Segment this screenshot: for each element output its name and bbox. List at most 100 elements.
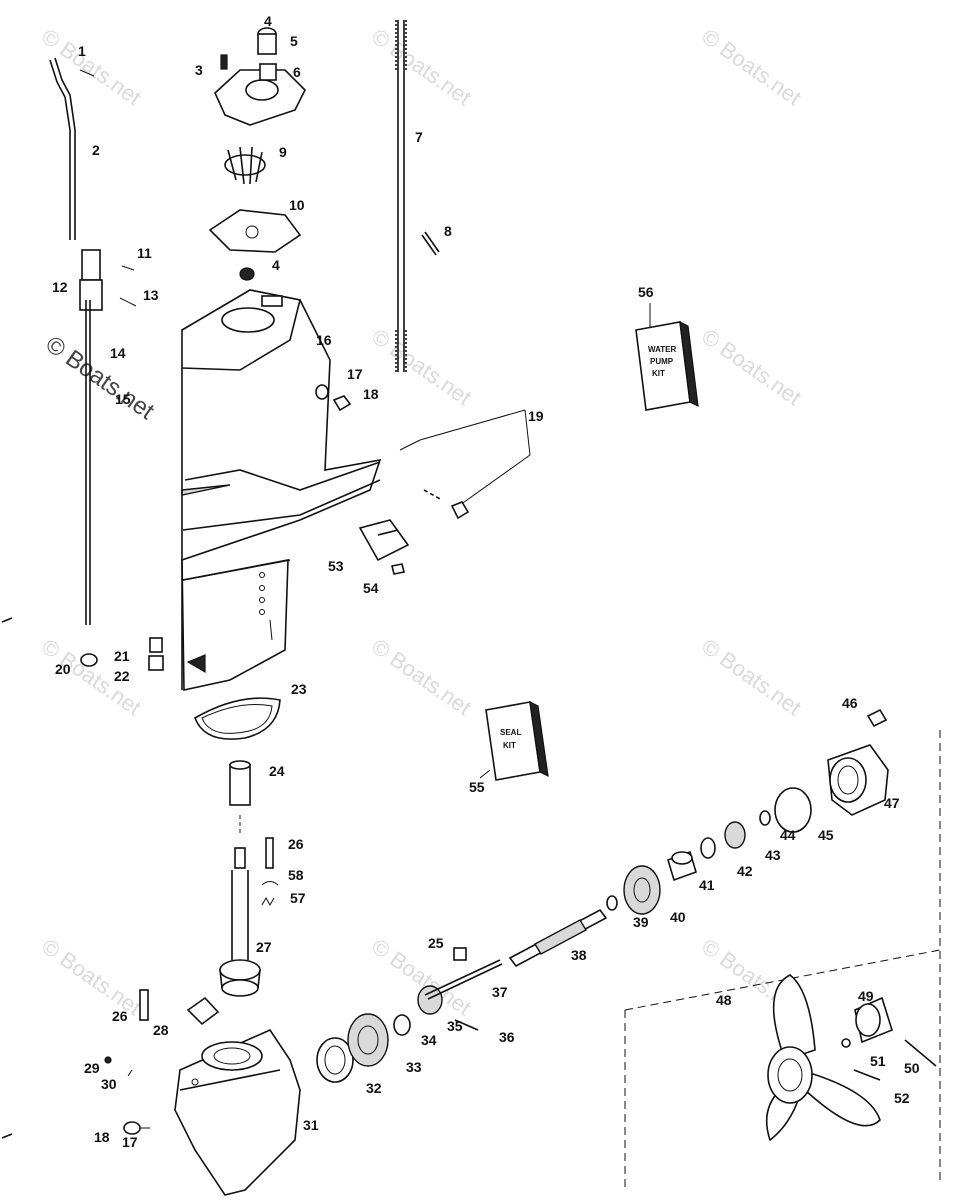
callout-58: 58 [288,867,304,883]
propeller-48 [765,974,937,1142]
watermark: © Boats.net [37,934,146,1021]
callout-51: 51 [870,1053,886,1069]
bolt-19-group [399,409,531,520]
gearcase-lower-31 [174,1028,301,1196]
callout-39: 39 [633,914,649,930]
water-pump-kit-line3: KIT [652,369,665,378]
callout-22: 22 [114,668,130,684]
callout-55: 55 [469,779,485,795]
callout-54: 54 [363,580,379,596]
callout-4b: 4 [272,257,280,273]
callout-12: 12 [52,279,68,295]
hardware-20-22 [80,637,164,671]
callout-13: 13 [143,287,159,303]
watermark: © Boats.net [37,634,146,721]
callout-3: 3 [195,62,203,78]
watermark: © Boats.net [367,24,476,111]
callout-17: 17 [347,366,363,382]
callout-27: 27 [256,939,272,955]
trim-tab-53 [358,519,410,575]
callout-33: 33 [406,1059,422,1075]
callout-11: 11 [137,245,152,261]
callout-20: 20 [55,661,71,677]
callout-56: 56 [638,284,654,300]
callout-5: 5 [290,33,298,49]
callout-8: 8 [444,223,452,239]
leader-55 [479,769,491,779]
callout-24: 24 [269,763,285,779]
callout-18b: 18 [94,1129,110,1145]
callout-2: 2 [92,142,100,158]
callout-9: 9 [279,144,287,160]
callout-49: 49 [858,988,874,1004]
water-pump-parts [208,27,306,281]
callout-17b: 17 [122,1134,138,1150]
water-pump-kit-line2: PUMP [650,357,674,366]
watermark: © Boats.net [367,324,476,411]
seal-kit-line2: KIT [503,741,516,750]
callout-36: 36 [499,1029,515,1045]
callout-6: 6 [293,64,301,80]
callout-28: 28 [153,1022,169,1038]
callout-32: 32 [366,1080,382,1096]
callout-21: 21 [114,648,130,664]
callout-numbers: 1 2 3 4 5 6 7 8 9 10 4 11 12 13 14 15 16… [52,13,920,1150]
watermark: © Boats.net [697,324,806,411]
callout-42: 42 [737,863,753,879]
callout-34: 34 [421,1032,437,1048]
callout-38: 38 [571,947,587,963]
callout-1: 1 [78,43,86,59]
driveshaft-upper [395,20,440,372]
callout-48: 48 [716,992,732,1008]
sleeve-24 [229,760,251,835]
callout-47: 47 [884,795,900,811]
watermark: © Boats.net [697,634,806,721]
edge-mark [1,1133,13,1139]
impeller [224,146,266,185]
callout-26: 26 [288,836,304,852]
callout-19: 19 [528,408,544,424]
gear-train [316,708,889,1083]
watermark: © Boats.net [37,24,146,111]
callout-45: 45 [818,827,834,843]
callout-43: 43 [765,847,781,863]
shift-rod-assembly [49,57,137,625]
gearcase-housing [181,289,382,691]
edge-mark [1,617,13,623]
callout-50: 50 [904,1060,920,1076]
callout-31: 31 [303,1117,319,1133]
callout-57: 57 [290,890,306,906]
driveshaft-27 [219,847,261,997]
water-pump-kit-box: WATER PUMP KIT [635,320,699,411]
callout-30: 30 [101,1076,117,1092]
gasket-23 [194,697,281,740]
callout-4: 4 [264,13,272,29]
callout-44: 44 [780,827,796,843]
callout-35: 35 [447,1018,463,1034]
callout-18: 18 [363,386,379,402]
water-pump-kit-line1: WATER [648,345,677,354]
callout-37: 37 [492,984,508,1000]
callout-41: 41 [699,877,715,893]
watermark: © Boats.net [697,24,806,111]
seal-kit-line1: SEAL [500,728,521,737]
callout-23: 23 [291,681,307,697]
callout-15: 15 [115,391,131,407]
hardware-17-18 [315,384,352,412]
seal-kit-box: SEAL KIT [485,700,549,781]
callout-52: 52 [894,1090,910,1106]
callout-26b: 26 [112,1008,128,1024]
callout-16: 16 [316,332,332,348]
callout-29: 29 [84,1060,100,1076]
callout-40: 40 [670,909,686,925]
callout-7: 7 [415,129,423,145]
watermark: © Boats.net [367,634,476,721]
callout-46: 46 [842,695,858,711]
callout-53: 53 [328,558,344,574]
callout-25: 25 [428,935,444,951]
callout-14: 14 [110,345,126,361]
hardware-26-57-58 [261,837,279,907]
callout-10: 10 [289,197,305,213]
watermark-large: © Boats.net [41,331,160,425]
